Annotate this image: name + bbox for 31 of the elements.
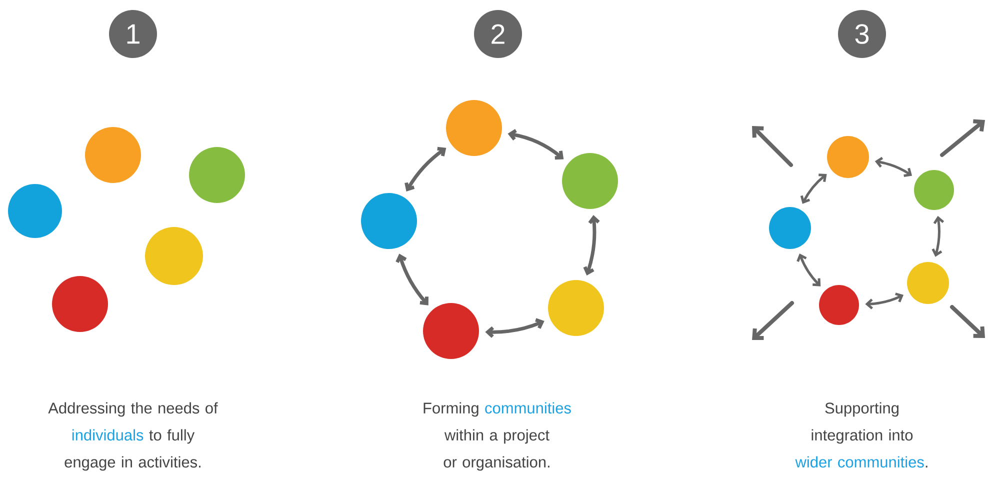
- dot: [446, 100, 502, 156]
- dot: [423, 303, 479, 359]
- caption: Forming communities within a project or organisation.: [424, 402, 571, 471]
- double-arrow: [508, 129, 564, 160]
- dot: [562, 153, 618, 209]
- double-arrow: [396, 254, 428, 306]
- dot: [819, 285, 859, 325]
- dot: [189, 147, 245, 203]
- dot: [827, 136, 869, 178]
- double-arrow: [485, 318, 544, 338]
- step-number: 2: [474, 10, 522, 58]
- double-arrow: [865, 292, 904, 310]
- double-arrow: [800, 174, 827, 204]
- double-arrow: [583, 215, 600, 276]
- dot: [8, 184, 62, 238]
- dot: [52, 276, 108, 332]
- step-number: 1: [109, 10, 157, 58]
- dot: [145, 227, 203, 285]
- double-arrow: [404, 146, 446, 192]
- dot: [914, 170, 954, 210]
- dot: [548, 280, 604, 336]
- double-arrow: [932, 216, 944, 257]
- dot: [85, 127, 141, 183]
- double-arrow: [874, 156, 912, 177]
- double-arrow: [796, 253, 821, 286]
- caption: Addressing the needs of individuals to fully engage in activities.: [48, 402, 218, 471]
- dot: [361, 193, 417, 249]
- dot: [769, 207, 811, 249]
- step-number: 3: [838, 10, 886, 58]
- dot: [907, 262, 949, 304]
- caption: Supporting integration into wider communities.: [795, 402, 928, 468]
